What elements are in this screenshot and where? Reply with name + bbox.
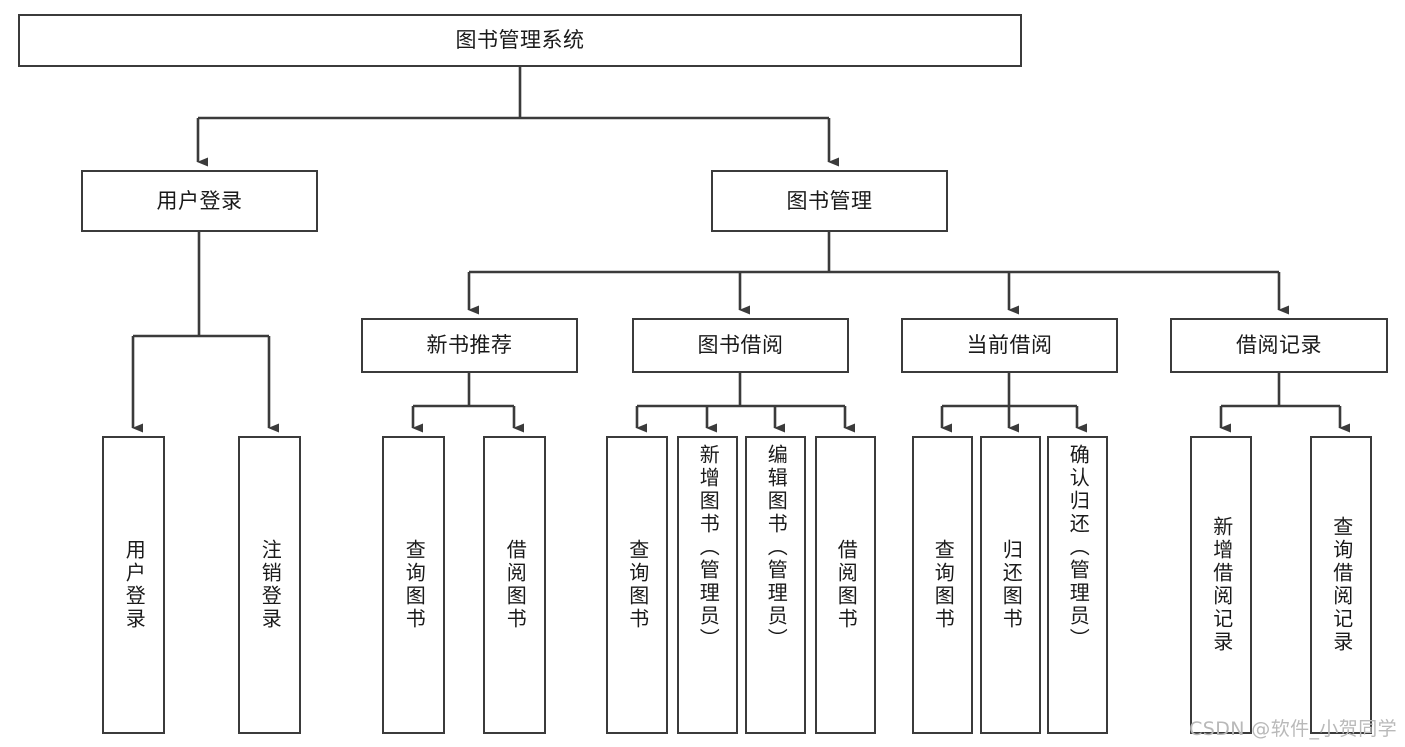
node-leaf-query-book-2-label: 查询图书 <box>625 539 650 631</box>
node-current-borrow-label: 当前借阅 <box>966 333 1053 358</box>
node-book-manage[interactable]: 图书管理 <box>711 170 948 232</box>
node-leaf-borrow-book-2[interactable]: 借阅图书 <box>815 436 876 734</box>
node-book-borrow-label: 图书借阅 <box>697 333 784 358</box>
node-leaf-query-book-3[interactable]: 查询图书 <box>912 436 973 734</box>
node-leaf-user-logout-label: 注销登录 <box>258 539 283 631</box>
node-leaf-add-record-label: 新增借阅记录 <box>1209 516 1234 654</box>
node-leaf-add-record[interactable]: 新增借阅记录 <box>1190 436 1252 734</box>
node-leaf-add-book[interactable]: 新增图书（管理员） <box>677 436 738 734</box>
node-borrow-record[interactable]: 借阅记录 <box>1170 318 1388 373</box>
node-current-borrow[interactable]: 当前借阅 <box>901 318 1118 373</box>
watermark-text: CSDN @软件_小贺同学 <box>1189 718 1397 740</box>
node-leaf-user-login-label: 用户登录 <box>122 539 147 631</box>
node-leaf-add-book-label: 新增图书（管理员） <box>696 444 721 651</box>
node-root-system-label: 图书管理系统 <box>455 28 585 53</box>
node-leaf-borrow-book-1-label: 借阅图书 <box>503 539 528 631</box>
node-leaf-edit-book-label: 编辑图书（管理员） <box>764 444 789 651</box>
node-leaf-query-book-3-label: 查询图书 <box>931 539 956 631</box>
node-leaf-confirm-return-label: 确认归还（管理员） <box>1066 444 1091 651</box>
node-leaf-query-book-2[interactable]: 查询图书 <box>606 436 668 734</box>
node-leaf-query-book-1-label: 查询图书 <box>402 539 427 631</box>
node-leaf-return-book[interactable]: 归还图书 <box>980 436 1041 734</box>
node-user-login[interactable]: 用户登录 <box>81 170 318 232</box>
node-leaf-query-record[interactable]: 查询借阅记录 <box>1310 436 1372 734</box>
node-new-book-recommend[interactable]: 新书推荐 <box>361 318 578 373</box>
node-user-login-label: 用户登录 <box>156 188 243 213</box>
node-new-book-recommend-label: 新书推荐 <box>426 333 513 358</box>
node-leaf-borrow-book-1[interactable]: 借阅图书 <box>483 436 546 734</box>
node-leaf-query-record-label: 查询借阅记录 <box>1329 516 1354 654</box>
node-book-manage-label: 图书管理 <box>786 188 873 213</box>
node-leaf-borrow-book-2-label: 借阅图书 <box>834 539 859 631</box>
node-leaf-user-login[interactable]: 用户登录 <box>102 436 165 734</box>
node-leaf-confirm-return[interactable]: 确认归还（管理员） <box>1047 436 1108 734</box>
node-book-borrow[interactable]: 图书借阅 <box>632 318 849 373</box>
node-root-system[interactable]: 图书管理系统 <box>18 14 1022 67</box>
node-leaf-user-logout[interactable]: 注销登录 <box>238 436 301 734</box>
node-leaf-return-book-label: 归还图书 <box>999 539 1024 631</box>
node-leaf-edit-book[interactable]: 编辑图书（管理员） <box>745 436 806 734</box>
node-borrow-record-label: 借阅记录 <box>1236 333 1322 358</box>
node-leaf-query-book-1[interactable]: 查询图书 <box>382 436 445 734</box>
